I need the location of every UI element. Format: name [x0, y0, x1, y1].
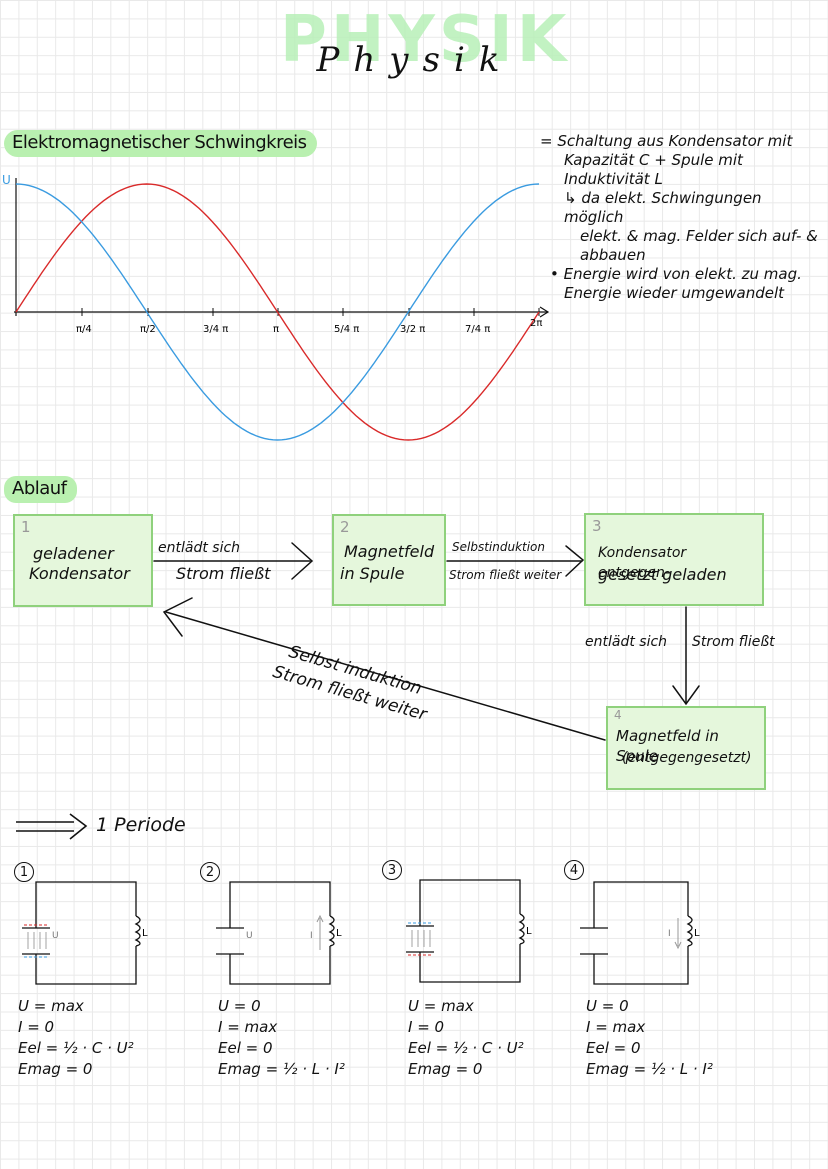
arrow-label-strom-2: Strom fließt: [692, 634, 775, 650]
implies-arrow-icon: [16, 813, 88, 840]
tick-label: π/2: [140, 324, 156, 335]
coil-icon: [328, 915, 335, 947]
box-number: 3: [592, 517, 602, 535]
flow-box-4: 4 Magnetfeld in Spule (entgegengesetzt): [606, 706, 766, 790]
arrowhead-2: [565, 545, 585, 577]
box-number: 1: [21, 518, 31, 536]
page-title: Physik: [316, 40, 514, 80]
note-line: Induktivität L: [564, 170, 663, 188]
arrow-label-strom: Strom fließt: [176, 564, 271, 583]
tick-label: 7/4 π: [465, 324, 490, 335]
circuit-equations-4: U = 0 I = max Eel = 0 Emag = ½ · L · I²: [586, 997, 713, 1078]
oscillation-graph: U π/4 π/2 3/4 π π 5/4 π 3/2 π 7/4 π 2π: [2, 173, 550, 441]
circuit-number: 3: [382, 860, 402, 880]
current-label: I: [310, 931, 313, 941]
blue-curve-cosine: [15, 183, 540, 441]
current-label: I: [668, 929, 671, 939]
arrow-label-selbstinduktion: Selbstinduktion: [452, 540, 546, 554]
arrow-label-strom-weiter: Strom fließt weiter: [449, 568, 562, 582]
arrowhead-4: [162, 597, 193, 637]
section-title-ablauf: Ablauf: [4, 476, 77, 503]
flow-box-2: 2 Magnetfeld in Spule: [332, 514, 446, 606]
x-axis-arrowhead: [539, 306, 550, 318]
box-number: 4: [614, 708, 622, 722]
circuit-equations-2: U = 0 I = max Eel = 0 Emag = ½ · L · I²: [218, 997, 345, 1078]
note-line: Kapazität C + Spule mit: [564, 151, 743, 169]
box-text: (entgegengesetzt): [622, 750, 752, 766]
box-text: geladener: [33, 544, 114, 563]
coil-icon: [134, 915, 141, 947]
arrowhead-1: [291, 542, 314, 580]
cap-label: U: [246, 931, 253, 941]
cap-label: U: [52, 931, 59, 941]
tick-label: 5/4 π: [334, 324, 359, 335]
coil-label: L: [336, 928, 342, 939]
box-text: gesetzt geladen: [598, 565, 727, 584]
note-line: Energie wieder umgewandelt: [564, 284, 785, 302]
circuit-diagram-3: L: [406, 879, 532, 983]
box-text: Kondensator: [29, 564, 130, 583]
circuit-number: 1: [14, 862, 34, 882]
note-line: = Schaltung aus Kondensator mit: [540, 132, 793, 150]
circuit-diagram-4: L I: [580, 881, 700, 985]
arrow-label-entlaedt: entlädt sich: [158, 540, 241, 556]
section-title-schwingkreis: Elektromagnetischer Schwingkreis: [4, 130, 317, 157]
tick-label: π: [273, 324, 279, 335]
coil-label: L: [142, 928, 148, 939]
circuit-diagram-2: U L I: [216, 881, 342, 985]
tick-label: 3/4 π: [203, 324, 228, 335]
box-text: in Spule: [340, 564, 405, 583]
note-line: elekt. & mag. Felder sich auf- &: [580, 227, 818, 245]
flow-box-1: 1 geladener Kondensator: [13, 514, 153, 607]
definition-notes: = Schaltung aus Kondensator mit Kapazitä…: [540, 132, 825, 303]
coil-label: L: [694, 928, 700, 939]
tick-label: 2π: [530, 318, 542, 329]
tick-label: 3/2 π: [400, 324, 425, 335]
box-text: Magnetfeld: [344, 542, 435, 561]
coil-icon: [686, 915, 693, 947]
title-background-lettering: PHYSIK: [280, 3, 571, 77]
circuit-equations-1: U = max I = 0 Eel = ½ · C · U² Emag = 0: [18, 997, 134, 1078]
coil-icon: [518, 913, 525, 945]
tick-label: π/4: [76, 324, 92, 335]
circuit-diagram-1: U L: [22, 881, 148, 985]
coil-label: L: [526, 926, 532, 937]
circuit-number: 2: [200, 862, 220, 882]
circuit-number: 4: [564, 860, 584, 880]
box-number: 2: [340, 518, 350, 536]
arrow-4-to-1: [165, 611, 606, 741]
note-line: ↳ da elekt. Schwingungen möglich: [564, 189, 762, 226]
note-line: abbauen: [580, 246, 646, 264]
box-text: Kondensator entgegen-: [598, 545, 687, 581]
box-text: Magnetfeld in Spule: [616, 727, 719, 765]
flow-box-3: 3 Kondensator entgegen- gesetzt geladen: [584, 513, 764, 606]
arrow-label-entlaedt-2: entlädt sich: [585, 634, 668, 650]
flow-arrows: [153, 542, 700, 741]
note-line: • Energie wird von elekt. zu mag.: [550, 265, 802, 283]
y-axis-label: U: [2, 173, 11, 187]
conclusion-text: 1 Periode: [96, 814, 186, 836]
red-curve-sine: [15, 183, 540, 441]
arrowhead-3: [672, 685, 700, 706]
circuit-equations-3: U = max I = 0 Eel = ½ · C · U² Emag = 0: [408, 997, 524, 1078]
